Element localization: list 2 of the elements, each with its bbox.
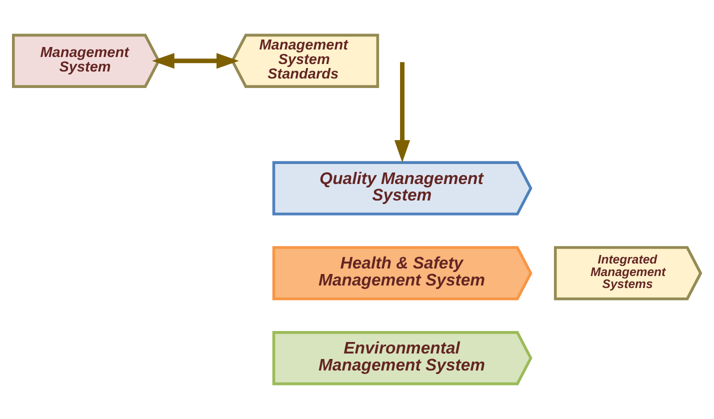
arrow [152,53,239,69]
arrow [394,62,410,163]
